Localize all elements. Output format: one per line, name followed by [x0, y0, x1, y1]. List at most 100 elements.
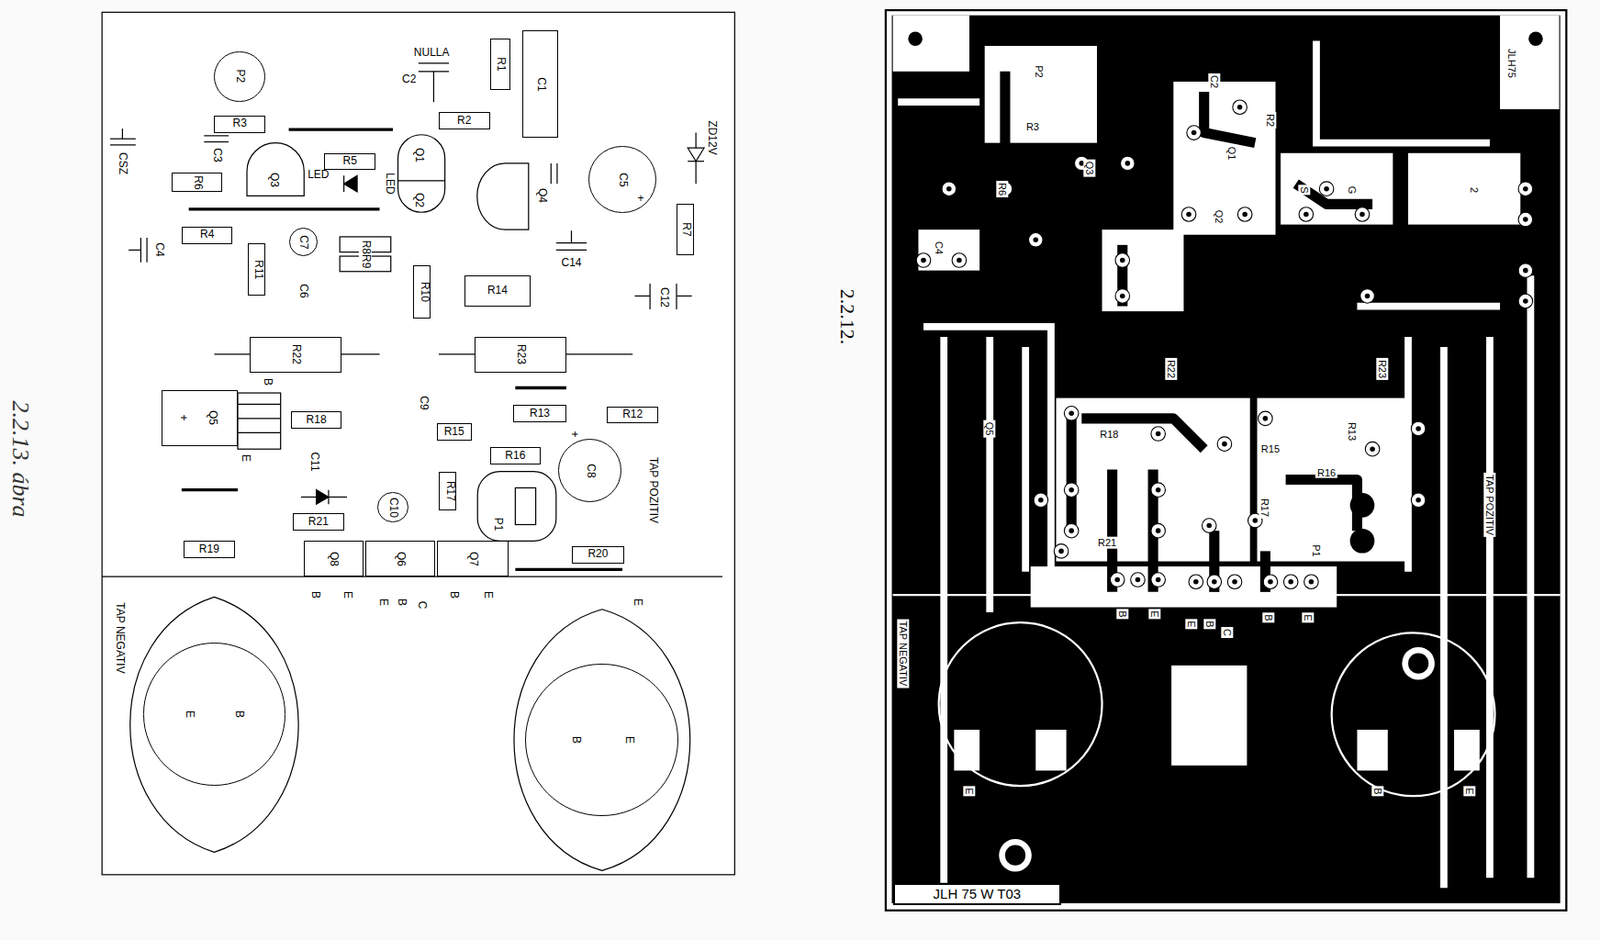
drawing-circle: [1068, 487, 1075, 493]
drawing-path: [897, 98, 980, 106]
drawing-circle: [1309, 579, 1315, 585]
pcb-label: G: [1346, 184, 1359, 197]
pcb-label: B: [1204, 619, 1217, 630]
pcb-label: TAP POZITIV: [1484, 472, 1497, 538]
component-box: R6: [171, 172, 224, 192]
drawing-circle: [1237, 104, 1243, 111]
drawing-circle: [1191, 130, 1198, 136]
pin-label: E: [481, 591, 494, 599]
part-label: C9: [416, 396, 430, 411]
drawing-circle: [1068, 411, 1075, 417]
drawing-circle: [1151, 523, 1166, 538]
solder-pads: [916, 100, 1533, 590]
drawing-g: [1232, 100, 1248, 115]
drawing-g: [1283, 574, 1298, 590]
drawing-g: [1130, 572, 1146, 588]
part-label: Q4: [535, 188, 549, 203]
pin-label: E: [376, 598, 390, 606]
component-box: R17: [438, 471, 457, 511]
pcb-label: R13: [1346, 420, 1359, 443]
drawing-line: [301, 496, 317, 498]
component-name: R5: [343, 155, 358, 168]
component-name: R14: [487, 284, 508, 298]
drawing-circle: [1038, 497, 1044, 504]
drawing-circle: [1241, 212, 1248, 218]
drawing-path: [316, 490, 329, 505]
component-name: R15: [444, 425, 465, 439]
drawing-rect: [1257, 398, 1411, 562]
drawing-path: [1486, 336, 1494, 878]
drawing-circle: [1410, 492, 1426, 508]
part-label: LED: [382, 172, 396, 194]
drawing-line: [570, 230, 572, 243]
drawing-rect: [1499, 15, 1559, 110]
drawing-circle: [946, 186, 952, 192]
drawing-g: [1033, 492, 1049, 508]
component-box: R10: [413, 265, 431, 319]
part-label: TAP POZITIV: [647, 457, 661, 524]
pin-label: +: [567, 430, 581, 437]
drawing-circle: [1217, 436, 1232, 452]
drawing-line: [556, 249, 587, 251]
drawing-circle: [1350, 492, 1376, 518]
drawing-g: [1186, 125, 1202, 141]
drawing-path: [130, 596, 299, 852]
drawing-path: [1440, 346, 1448, 888]
part-label: ZD12V: [704, 120, 718, 155]
pcb-label: E: [1302, 612, 1315, 623]
drawing-path: [1005, 71, 1082, 174]
component-circle: EB: [143, 642, 287, 786]
drawing-circle: [1130, 572, 1146, 588]
drawing-g: [941, 181, 957, 197]
drawing-circle: [1323, 186, 1330, 192]
drawing-g: [1365, 441, 1380, 457]
drawing-circle: [1401, 647, 1435, 681]
drawing-line: [514, 568, 623, 571]
drawing-g: [1518, 293, 1533, 309]
drawing-path: [985, 336, 994, 613]
component-name: E: [183, 710, 197, 718]
drawing-rect: [1030, 566, 1337, 607]
drawing-g: [916, 253, 931, 269]
component-box: R1: [490, 38, 511, 90]
drawing-g: [893, 15, 1560, 766]
pin-label: B: [447, 591, 460, 599]
pcb-label: R6: [995, 180, 1008, 198]
drawing-line: [433, 71, 435, 102]
part-label: C14: [560, 257, 582, 270]
drawing-rect: [477, 471, 557, 542]
pcb-label: B: [1371, 785, 1384, 796]
drawing-circle: [1415, 497, 1421, 504]
drawing-circle: [1369, 446, 1376, 452]
pcb-label: E: [1186, 619, 1198, 630]
drawing-g: [1151, 426, 1166, 442]
drawing-path: [514, 609, 691, 872]
drawing-g: [1053, 544, 1069, 560]
figure-number: 2.2.12.: [835, 288, 859, 345]
drawing-circle: [1518, 293, 1533, 309]
drawing-path: [923, 326, 1052, 572]
pin-label: +: [637, 192, 645, 206]
drawing-path: [1021, 346, 1030, 572]
drawing-circle: [1521, 24, 1550, 54]
drawing-line: [122, 128, 124, 139]
drawing-circle: [1258, 411, 1274, 426]
drawing-circle: [1151, 572, 1166, 588]
drawing-circle: [916, 253, 931, 269]
drawing-circle: [939, 622, 1103, 786]
pcb-label: C: [1221, 626, 1234, 638]
drawing-circle: [1263, 574, 1278, 590]
drawing-g: [1410, 492, 1426, 508]
pcb-label: Q2: [1213, 207, 1226, 225]
drawing-line: [514, 386, 567, 390]
pin-label: E: [238, 454, 252, 462]
drawing-g: [1258, 411, 1274, 426]
drawing-g: [1151, 482, 1166, 498]
part-label: Q2: [412, 192, 426, 208]
drawing-g: [1201, 518, 1217, 534]
drawing-line: [237, 417, 281, 419]
part-label: NULLA: [413, 46, 450, 60]
drawing-circle: [1350, 528, 1376, 554]
component-box: C1: [522, 30, 559, 138]
